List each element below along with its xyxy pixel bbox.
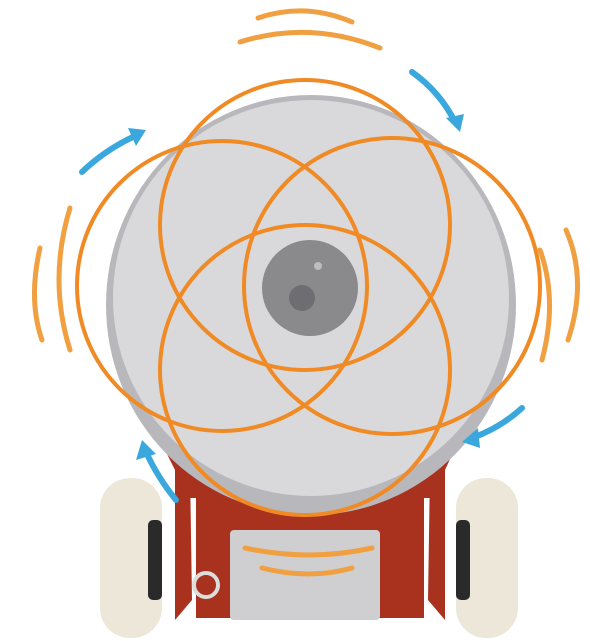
center-hub (262, 240, 358, 336)
left-wheel (100, 478, 162, 638)
right-wheel (456, 478, 518, 638)
rotation-arrow-top-left (82, 136, 135, 172)
rotation-arrow-top-right (412, 72, 455, 122)
